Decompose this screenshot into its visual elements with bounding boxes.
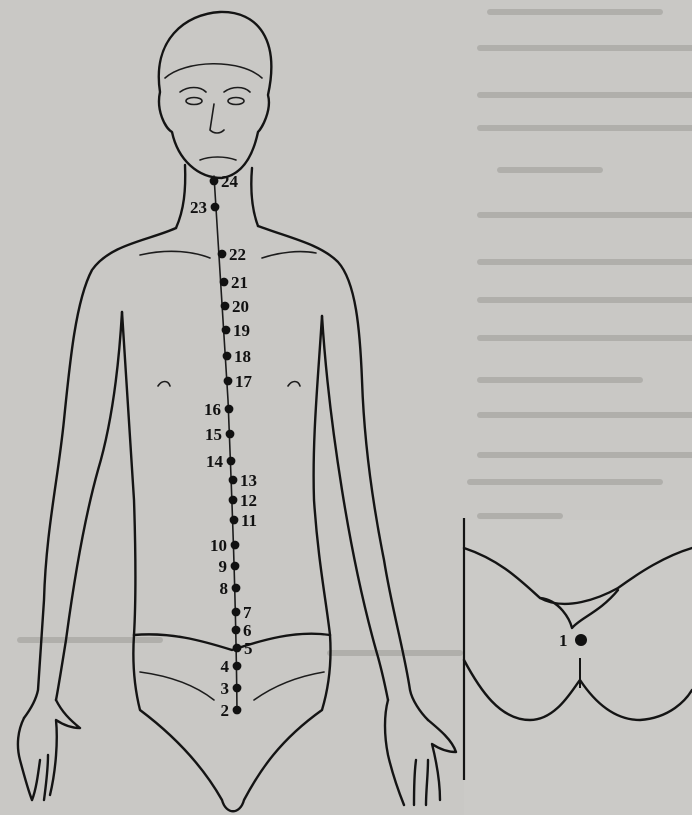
point-label-24: 24 (221, 172, 239, 191)
brow-left (180, 88, 206, 93)
head-outline (159, 12, 271, 178)
point-label-16: 16 (204, 400, 221, 419)
nose (210, 104, 224, 133)
hair-line (165, 64, 262, 78)
hip-crease-right (254, 672, 324, 700)
eye-left (186, 98, 202, 105)
waistband (134, 634, 330, 650)
meridian-point-23 (211, 203, 220, 212)
meridian-point-21 (220, 278, 229, 287)
meridian-point-6 (232, 626, 241, 635)
right-arm-outer (258, 226, 428, 720)
point-label-7: 7 (243, 603, 252, 622)
mouth (200, 157, 236, 160)
meridian-point-16 (225, 405, 234, 414)
meridian-point-15 (226, 430, 235, 439)
torso-left (122, 312, 136, 635)
point-label-22: 22 (229, 245, 246, 264)
point-label-10: 10 (210, 536, 227, 555)
clavicle-left (140, 251, 210, 258)
point-label-5: 5 (244, 639, 253, 658)
hip-crease-left (140, 672, 214, 700)
meridian-point-5 (233, 644, 242, 653)
point-label-8: 8 (220, 579, 229, 598)
brow-right (224, 88, 250, 93)
point-label-17: 17 (235, 372, 253, 391)
briefs (133, 635, 330, 811)
point-label-3: 3 (221, 679, 230, 698)
meridian-point-18 (223, 352, 232, 361)
point-label-18: 18 (234, 347, 251, 366)
point-label-20: 20 (232, 297, 249, 316)
point-label-21: 21 (231, 273, 248, 292)
inset-point (575, 634, 587, 646)
meridian-point-20 (221, 302, 230, 311)
meridian-point-12 (229, 496, 238, 505)
neck-left (176, 165, 185, 228)
meridian-point-11 (230, 516, 239, 525)
point-label-6: 6 (243, 621, 252, 640)
meridian-point-2 (233, 706, 242, 715)
point-label-14: 14 (206, 452, 224, 471)
point-label-11: 11 (241, 511, 257, 530)
meridian-point-13 (229, 476, 238, 485)
meridian-point-22 (218, 250, 227, 259)
meridian-point-10 (231, 541, 240, 550)
point-label-23: 23 (190, 198, 207, 217)
meridian-point-7 (232, 608, 241, 617)
point-label-19: 19 (233, 321, 250, 340)
neck-right (251, 168, 258, 226)
meridian-point-9 (231, 562, 240, 571)
torso-right (314, 316, 330, 635)
inset-diagram: 1 (464, 518, 692, 815)
right-arm-inner (322, 316, 388, 700)
meridian-point-4 (233, 662, 242, 671)
meridian-point-24 (210, 177, 219, 186)
point-label-13: 13 (240, 471, 257, 490)
inset-point-label: 1 (559, 631, 568, 650)
point-label-15: 15 (205, 425, 222, 444)
clavicle-right (262, 252, 316, 258)
meridian-point-19 (222, 326, 231, 335)
right-hand (385, 700, 456, 805)
meridian-point-14 (227, 457, 236, 466)
point-label-12: 12 (240, 491, 257, 510)
meridian-point-3 (233, 684, 242, 693)
point-label-9: 9 (219, 557, 228, 576)
point-label-2: 2 (221, 701, 230, 720)
nipple-right (288, 382, 300, 387)
point-label-4: 4 (221, 657, 230, 676)
left-arm-outer (24, 228, 176, 718)
eye-right (228, 98, 244, 105)
nipple-left (158, 382, 170, 387)
meridian-point-17 (224, 377, 233, 386)
meridian-point-8 (232, 584, 241, 593)
